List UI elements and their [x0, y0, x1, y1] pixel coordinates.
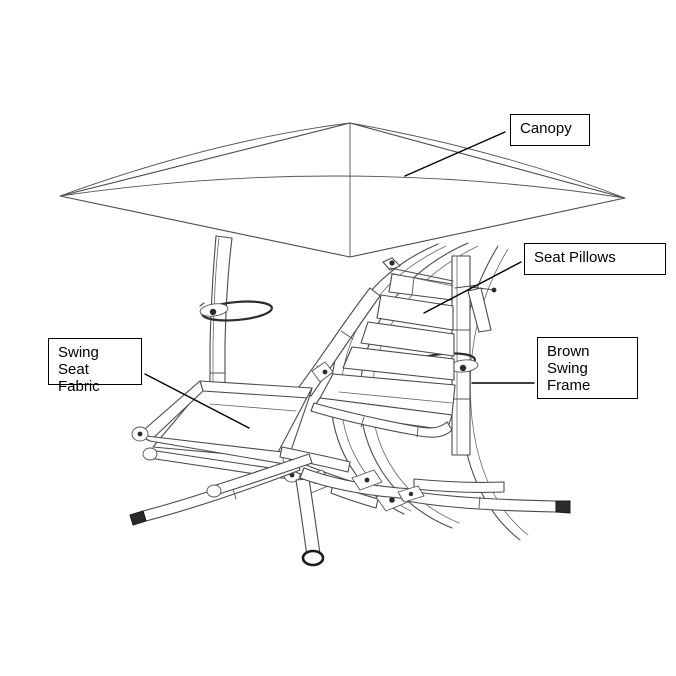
leader-lines — [144, 131, 535, 429]
callout-label-canopy[interactable]: Canopy — [510, 114, 590, 146]
leader-pillows — [423, 261, 522, 314]
callout-label-swing-seat-fabric[interactable]: Swing Seat Fabric — [48, 338, 142, 395]
leader-fabric — [144, 373, 250, 429]
canopy-part — [59, 122, 626, 258]
swing-seat-fabric-part — [131, 380, 351, 483]
left-pole-ring-clamp — [199, 300, 273, 322]
seat-front-cross-tube — [310, 402, 453, 438]
callout-label-brown-swing-frame[interactable]: Brown Swing Frame — [537, 337, 638, 399]
callout-label-seat-pillows[interactable]: Seat Pillows — [524, 243, 666, 275]
base-legs — [129, 453, 571, 567]
leader-canopy — [404, 131, 506, 177]
seat-frame-rails — [298, 257, 497, 397]
